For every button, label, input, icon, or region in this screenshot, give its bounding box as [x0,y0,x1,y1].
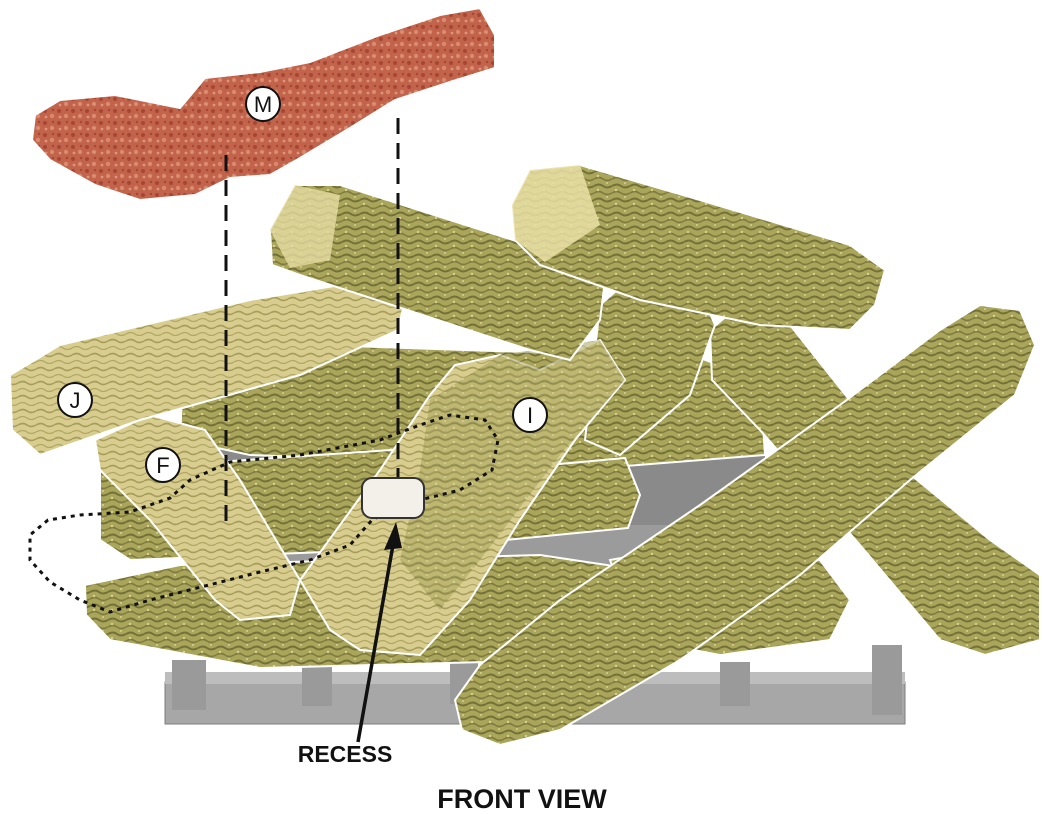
view-title: FRONT VIEW [437,784,607,814]
svg-text:M: M [254,92,272,117]
recess-marker [362,478,424,518]
label-j: J [58,383,92,417]
grate-foot-left [172,660,206,710]
svg-text:F: F [156,453,169,478]
label-f: F [146,448,180,482]
grate-foot-right [872,645,902,715]
grate-foot-mid-left [302,662,332,706]
svg-text:J: J [70,388,81,413]
label-i: I [513,398,547,432]
svg-text:I: I [527,403,533,428]
label-m: M [246,87,280,121]
recess-callout: RECESS [298,741,393,767]
grate-foot-mid-right [720,662,750,706]
